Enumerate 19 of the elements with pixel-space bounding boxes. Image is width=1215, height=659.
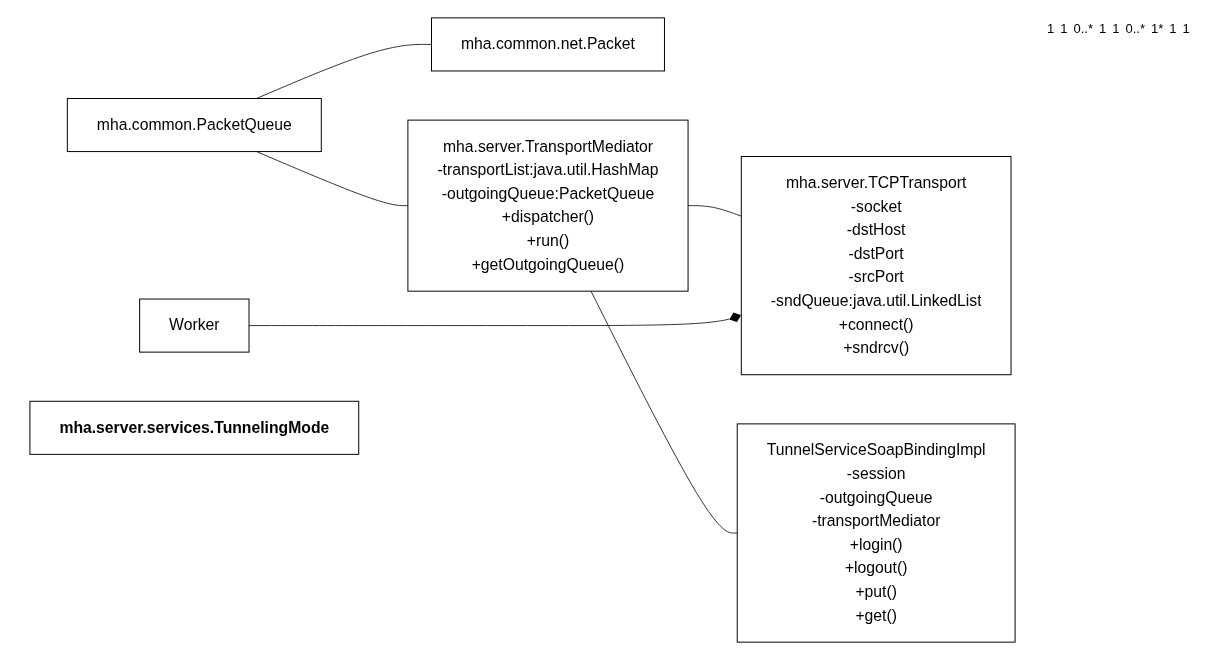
multiplicity-label: 1 [1169,21,1177,36]
node-box: mha.server.TCPTransport -socket -dstHost -dstPort -srcPort -sndQueue:java.util.LinkedList +connect() +sndrcv() [740,155,1012,375]
node-box: Worker [139,298,250,353]
node-box: mha.server.TransportMediator -transportList:java.util.HashMap -outgoingQueue:PacketQueue +dispatcher() +run() +getOutgoingQueue() [407,119,689,292]
multiplicity-label: 1 [1182,21,1190,36]
multiplicity-label: 1 [1047,21,1055,36]
connector [590,290,738,533]
multiplicity-label: 1 [1112,21,1120,36]
multiplicity-label: 1 [1099,21,1107,36]
connector [256,150,409,206]
connector [687,204,742,217]
node-box: mha.common.net.Packet [431,16,665,71]
node-box: mha.common.PacketQueue [66,97,322,152]
multiplicity-label: 0..* [1073,21,1093,36]
node-box: TunnelServiceSoapBindingImpl -session -outgoingQueue -transportMediator +login() +logout() +put() +get() [736,422,1016,643]
multiplicity-label: 1* [1150,21,1164,36]
node-box: mha.server.services.TunnelingMode [29,400,360,455]
multiplicity-label: 0..* [1125,21,1145,36]
multiplicity-label: 1 [1060,21,1068,36]
